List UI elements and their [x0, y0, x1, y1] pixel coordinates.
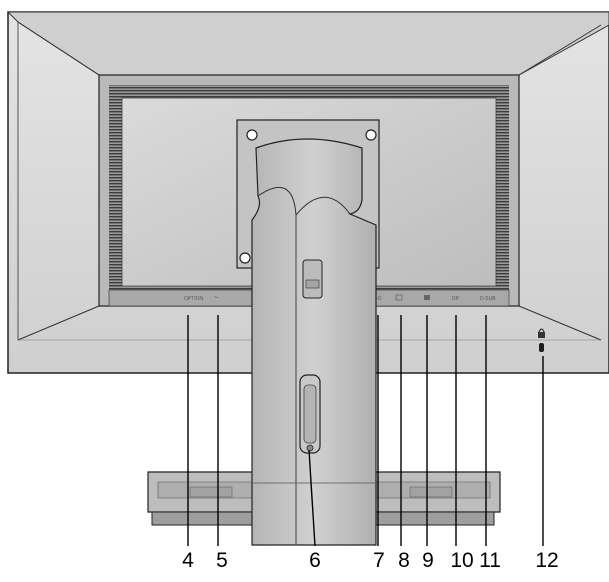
- stand-release-latch: [302, 259, 323, 299]
- vesa-hole-icon: [365, 129, 377, 141]
- stand-neck: [251, 138, 377, 546]
- callout-number-10: 10: [450, 549, 474, 572]
- callout-number-11: 11: [479, 549, 501, 572]
- callout-number-9: 9: [422, 549, 434, 572]
- callout-number-4: 4: [182, 549, 194, 572]
- audio-port-icon: [395, 294, 403, 301]
- callout-number-7: 7: [373, 549, 385, 572]
- port-label-11: D-SUB: [480, 296, 496, 302]
- leader-line-6: [308, 449, 316, 547]
- security-lock-slot: [538, 328, 545, 352]
- vesa-hole-icon: [246, 129, 258, 141]
- port-label-4: OPTION: [184, 296, 204, 302]
- usb-port-icon: [424, 295, 430, 300]
- callout-number-5: 5: [216, 549, 228, 572]
- vesa-hole-icon: [239, 252, 251, 264]
- callout-number-8: 8: [398, 549, 410, 572]
- lock-icon: [538, 332, 545, 338]
- callout-number-12: 12: [535, 549, 559, 572]
- port-label-10: DP: [452, 296, 460, 302]
- callout-leader-lines: [187, 315, 544, 547]
- port-label-5: ~: [214, 293, 219, 302]
- callout-number-6: 6: [309, 549, 321, 572]
